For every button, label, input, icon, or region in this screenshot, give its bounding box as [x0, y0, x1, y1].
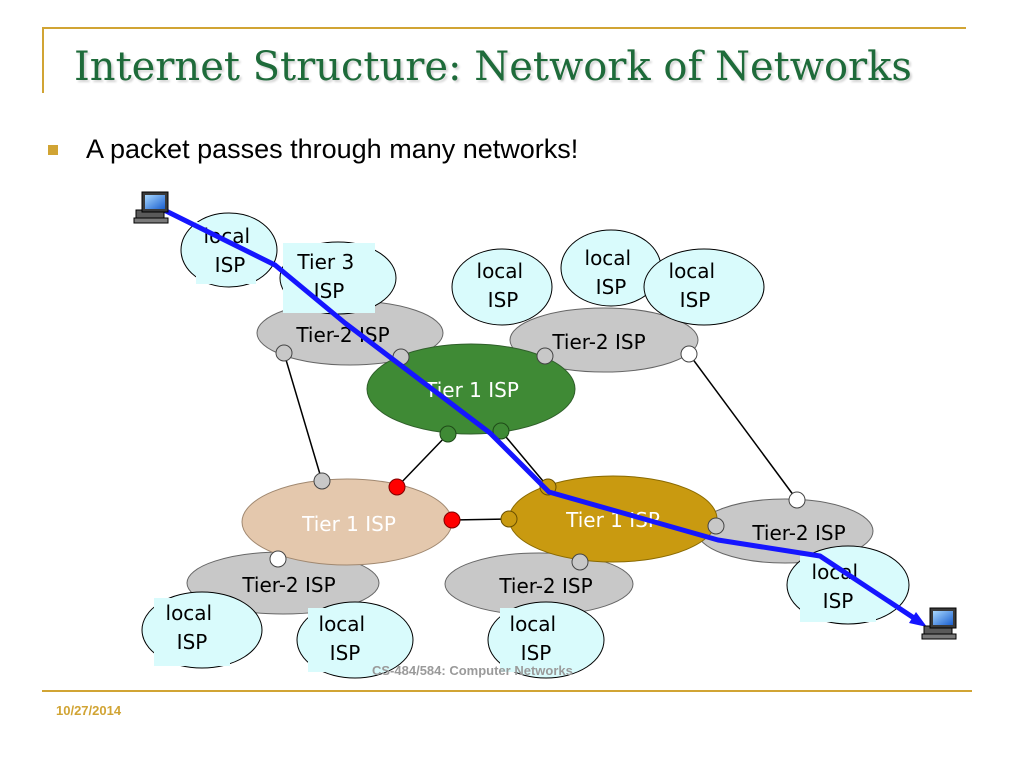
footer-rule: [42, 690, 972, 692]
router-node: [492, 422, 510, 440]
link-tier2-top-right-to-tier2-right: [688, 353, 798, 501]
tier2-label: Tier-2 ISP: [751, 521, 845, 545]
tier3-isp-line1: Tier 3: [296, 250, 354, 274]
local-isp-top-b: local ISP: [560, 229, 662, 307]
packet-path-arrowhead: [909, 612, 927, 627]
tier2-label: Tier-2 ISP: [498, 574, 592, 598]
svg-text:local ISP: local ISP: [812, 560, 865, 613]
local-isp-line2: ISP: [823, 589, 854, 613]
packet-path: [159, 206, 920, 623]
local-isp-top-a: local ISP: [451, 248, 553, 326]
local-isp-line2: ISP: [330, 641, 361, 665]
router-node: [439, 425, 457, 443]
title-side-rule: [42, 27, 44, 93]
local-isp-line1: local: [477, 259, 524, 283]
svg-text:local ISP: local ISP: [166, 601, 219, 654]
local-isp-line1: local: [510, 612, 557, 636]
local-isp-line1: local: [585, 246, 632, 270]
tier2-isp-top-right: Tier-2 ISP: [509, 307, 699, 373]
tier2-isp-top-left: Tier-2 ISP: [256, 300, 444, 366]
local-isp-line2: ISP: [680, 288, 711, 312]
router-node: [707, 517, 725, 535]
link-tier1-top-to-tier1-right: [500, 430, 549, 488]
local-isp-bottom-c: local ISP: [487, 601, 605, 679]
link-tier2-to-tier1-left: [283, 352, 323, 482]
svg-text:local ISP: local ISP: [477, 259, 530, 312]
link-tier1-left-to-tier1-right: [451, 518, 510, 521]
slide-title: Internet Structure: Network of Networks: [74, 44, 912, 90]
router-node: [388, 478, 406, 496]
local-isp-line2: ISP: [488, 288, 519, 312]
router-node: [269, 550, 287, 568]
router-node: [680, 345, 698, 363]
isp-links: [283, 352, 798, 521]
bullet-square-icon: [48, 144, 58, 155]
tier1-isp-left: Tier 1 ISP: [241, 478, 453, 566]
svg-text:local ISP: local ISP: [585, 246, 638, 299]
local-isp-line2: ISP: [521, 641, 552, 665]
router-node: [788, 491, 806, 509]
router-node: [500, 510, 518, 528]
bullet-item: A packet passes through many networks!: [48, 134, 578, 165]
local-isp-top-c: local ISP: [643, 248, 765, 326]
tier1-label: Tier 1 ISP: [424, 378, 519, 402]
bullet-text: A packet passes through many networks!: [86, 134, 579, 164]
computer-icon: [921, 607, 957, 640]
tier2-label: Tier-2 ISP: [241, 573, 335, 597]
local-isp-line1: local: [166, 601, 213, 625]
tier2-isp-right: Tier-2 ISP: [696, 498, 874, 564]
title-rule: [42, 27, 966, 29]
slide-date: 10/27/2014: [56, 703, 122, 718]
svg-text:local ISP: local ISP: [669, 259, 722, 312]
local-isp-line2: ISP: [596, 275, 627, 299]
local-isp-line1: local: [669, 259, 716, 283]
computer-icon: [133, 191, 169, 224]
svg-text:local ISP: local ISP: [204, 224, 257, 277]
router-node: [313, 472, 331, 490]
router-node: [571, 553, 589, 571]
router-node: [275, 344, 293, 362]
local-isp-line2: ISP: [177, 630, 208, 654]
tier2-label: Tier-2 ISP: [551, 330, 645, 354]
tier1-label: Tier 1 ISP: [301, 512, 396, 536]
local-isp-bottom-a: local ISP: [141, 591, 263, 669]
slide-footer: CS-484/584: Computer Networks: [372, 663, 573, 678]
router-node: [443, 511, 461, 529]
local-isp-line2: ISP: [215, 253, 246, 277]
local-isp-line1: local: [204, 224, 251, 248]
tier3-isp: Tier 3 ISP: [279, 241, 397, 315]
router-node: [536, 347, 554, 365]
local-isp-line1: local: [319, 612, 366, 636]
svg-text:local ISP: local ISP: [319, 612, 372, 665]
link-tier1-top-to-tier1-left: [396, 433, 449, 488]
local-isp-bottom-b: local ISP: [296, 601, 414, 679]
svg-text:local ISP: local ISP: [510, 612, 563, 665]
local-isp-right: local ISP: [786, 545, 910, 625]
